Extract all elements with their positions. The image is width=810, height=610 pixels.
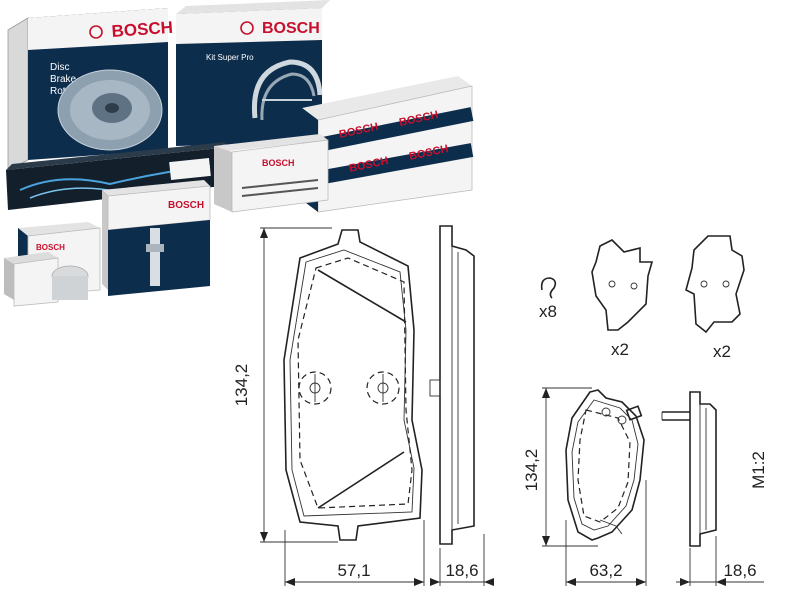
shim-b-quantity: x2 [713,342,731,361]
height-dimension: 134,2 [232,227,338,543]
shim-a-quantity: x2 [611,340,629,359]
thickness-dim-label: 18,6 [445,561,478,580]
disc-box-label-line-1: Disc [50,62,69,73]
kit-box-label: Kit Super Pro [206,53,254,62]
accessory-clip: x8 [539,277,557,321]
scale-label: M1:2 [749,451,768,489]
secondary-side-view: M1:2 18,6 [661,391,768,586]
kit-super-pro-box: BOSCH Kit Super Pro [176,0,330,146]
pad-hole-left [298,371,332,405]
brake-pad-small-outline [565,389,645,541]
product-boxes: BOSCH Disc Brake Rotor BOSCH Kit Super P… [4,0,474,307]
width-dim-label: 57,1 [337,561,370,580]
shim-plate-b-icon [685,235,745,334]
pad-hole-right [366,371,400,405]
filter-box-brand: BOSCH [36,243,65,252]
secondary-width-dimension: 63,2 [565,480,647,586]
wear-sensor-icon [625,405,643,421]
wiper-blade-box [6,142,226,210]
shim-plate-a-icon [591,239,654,331]
bosch-logo-icon [240,21,254,35]
brake-shoe-icon [251,59,323,121]
secondary-thickness-dim-label: 18,6 [723,561,756,580]
chamfer-line [317,451,405,509]
disc-box-label-line-2: Brake [50,74,77,85]
secondary-height-dim-label: 134,2 [522,449,541,492]
disc-box-label-line-3: Rotor [50,86,75,97]
bosch-logo-icon [89,25,103,39]
brake-pad-outline [283,229,423,541]
clip-quantity: x8 [539,302,557,321]
disc-box-brand: BOSCH [111,18,174,41]
cylinder-box [4,252,89,307]
secondary-pad-drawing: 134,2 63,2 [522,387,647,586]
accessory-shim-a: x2 [591,239,654,359]
spark-plug-icon [150,228,160,286]
small-box-brand: BOSCH [262,158,295,168]
chamfer-line [317,269,407,323]
secondary-height-dimension: 134,2 [522,387,598,547]
height-dim-label: 134,2 [232,364,251,407]
secondary-thickness-dimension: 18,6 [676,536,764,586]
small-pad-box: BOSCH [214,134,329,213]
kit-box-brand: BOSCH [262,20,320,37]
brake-disc-icon [57,69,163,151]
main-pad-side-view: 18,6 [429,225,494,586]
wear-indicator [429,379,441,397]
disc-rotor-box: BOSCH Disc Brake Rotor [7,8,174,171]
thickness-dimension: 18,6 [430,534,494,586]
accessory-shim-b: x2 [685,235,745,361]
width-dimension: 57,1 [284,520,425,586]
spark-plug-box: BOSCH [102,180,211,296]
main-pad-drawing: 134,2 57,1 [232,227,425,586]
spark-box-brand: BOSCH [168,200,204,211]
spring-clip-icon [540,277,557,299]
secondary-width-dim-label: 63,2 [589,561,622,580]
